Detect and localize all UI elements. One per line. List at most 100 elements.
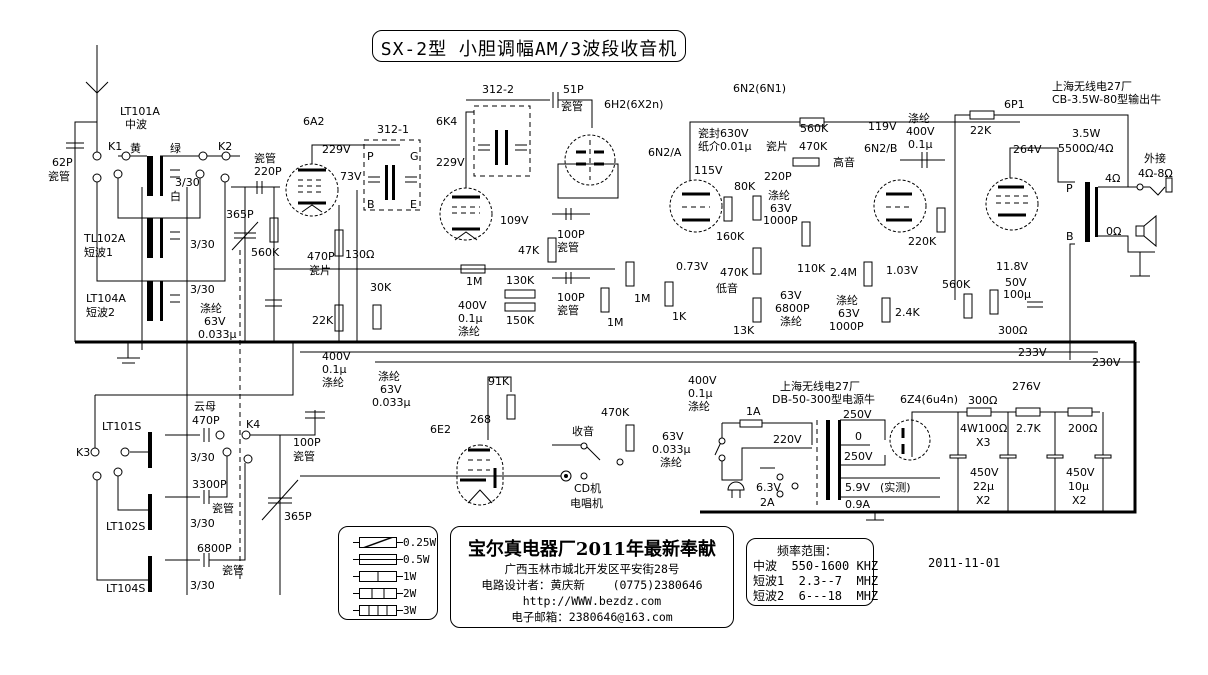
cap-type-label: 涤纶 bbox=[378, 369, 400, 383]
cap-type-label: 涤纶 bbox=[780, 314, 802, 328]
resistor-560k-b bbox=[963, 293, 973, 319]
external-speaker-impedance: 4Ω-8Ω bbox=[1138, 167, 1173, 180]
pot-label: 470K bbox=[601, 406, 630, 419]
freq-row-mw: 中波 550-1600 KHZ bbox=[753, 559, 879, 573]
cap-type-label: 涤纶 bbox=[458, 324, 480, 338]
current-label: 2A bbox=[760, 496, 775, 509]
switch-label: K1 bbox=[108, 140, 122, 153]
resistor-label: 22K bbox=[312, 314, 334, 327]
output-transformer bbox=[1009, 147, 1155, 360]
current-label: 0.9A bbox=[845, 498, 870, 511]
resistor-220k bbox=[936, 207, 946, 233]
resistor-2w-icon bbox=[353, 587, 403, 599]
resistor-label: 560K bbox=[942, 278, 971, 291]
resistor-label: 1M bbox=[607, 316, 624, 329]
tube-label: 6P1 bbox=[1004, 98, 1025, 111]
cap-label: 0.1μ bbox=[322, 363, 347, 376]
tap-label: 0Ω bbox=[1106, 225, 1121, 238]
maker-address: 广西玉林市城北开发区平安街28号 bbox=[504, 562, 680, 576]
trimmer-label: 3/30 bbox=[175, 176, 200, 189]
resistor-label: 2.4M bbox=[830, 266, 857, 279]
cap-label: 0.1μ bbox=[458, 312, 483, 325]
cap-label: 365P bbox=[284, 510, 312, 523]
cap-type-label: 涤纶 bbox=[908, 111, 930, 125]
wire bbox=[311, 144, 400, 164]
oscillator-coils bbox=[90, 342, 325, 595]
cap-type-label: 涤纶 bbox=[322, 375, 344, 389]
tube-label: 6H2(6X2n) bbox=[604, 98, 663, 111]
voltage-label: 0 bbox=[855, 430, 862, 443]
resistor-label: 1K bbox=[672, 310, 687, 323]
maker-email[interactable]: 电子邮箱：2380646@163.com bbox=[511, 610, 673, 624]
pot-470k-treble[interactable] bbox=[792, 157, 820, 167]
wire bbox=[465, 111, 474, 188]
cap-type-label: 涤纶 bbox=[200, 301, 222, 315]
resistor-22k-b bbox=[969, 110, 995, 120]
resistor-1k bbox=[664, 281, 674, 307]
cap-label: 0.1μ bbox=[908, 138, 933, 151]
voltage-label: 276V bbox=[1012, 380, 1041, 393]
maker-url[interactable]: http://WWW.bezdz.com bbox=[522, 594, 662, 608]
tube-6e2-tuning-indicator bbox=[456, 444, 504, 506]
cap-type-label: 瓷管 bbox=[557, 303, 579, 317]
transformer-maker-label: 上海无线电27厂 bbox=[780, 379, 860, 393]
ift-312-1 bbox=[363, 139, 421, 211]
legend-item: 0.5W bbox=[353, 552, 430, 566]
tube-6n2b bbox=[873, 179, 927, 233]
tube-label: 6K4 bbox=[436, 115, 457, 128]
cap-label: 63V bbox=[380, 383, 402, 396]
radio-select-label: 收音 bbox=[572, 424, 594, 438]
treble-control-label: 高音 bbox=[833, 155, 855, 169]
cap-label: 22μ bbox=[973, 480, 994, 493]
coil-label: LT104A bbox=[86, 292, 126, 305]
cap-label: 1000P bbox=[763, 214, 798, 227]
legend-label: 0.25W bbox=[403, 535, 437, 549]
resistor-label: 2.4K bbox=[895, 306, 920, 319]
cap-label: 100P bbox=[557, 228, 585, 241]
resistor-label: 2.7K bbox=[1016, 422, 1041, 435]
resistor-label: 300Ω bbox=[968, 394, 997, 407]
cap-label: 纸介0.01μ bbox=[698, 140, 752, 153]
coil-label: TL102A bbox=[83, 232, 126, 245]
cap-label: 1000P bbox=[829, 320, 864, 333]
resistor-label: 30K bbox=[370, 281, 392, 294]
voltage-label: 250V bbox=[844, 450, 873, 463]
resistor-130k bbox=[504, 289, 536, 299]
resistor-0-25w-icon bbox=[353, 536, 403, 548]
plug-icon bbox=[727, 481, 745, 498]
cap-label: 400V bbox=[322, 350, 351, 363]
volume-pot-470k[interactable] bbox=[625, 424, 635, 452]
cap-type-label: 涤纶 bbox=[836, 293, 858, 307]
pot-label: 470K bbox=[720, 266, 749, 279]
pot-470k-bass[interactable] bbox=[752, 247, 762, 275]
resistor-1m-c bbox=[625, 261, 635, 287]
cap-label: 100P bbox=[293, 436, 321, 449]
resistor-300 bbox=[989, 289, 999, 315]
ext-speaker-jack[interactable] bbox=[1136, 177, 1173, 196]
cap-label: 瓷封630V bbox=[698, 126, 749, 140]
wire-color-label: 黄 bbox=[130, 141, 141, 155]
transformer-maker-label: 上海无线电27厂 bbox=[1052, 79, 1132, 93]
resistor-110k bbox=[801, 221, 811, 247]
legend-item: 2W bbox=[353, 586, 416, 600]
freq-row-sw2: 短波2 6---18 MHZ bbox=[753, 589, 879, 603]
cap-label: 400V bbox=[458, 299, 487, 312]
coil-label: LT101A bbox=[120, 105, 160, 118]
resistor-label: 80K bbox=[734, 180, 756, 193]
cap-type-label: 涤纶 bbox=[660, 455, 682, 469]
ift-312-2 bbox=[473, 105, 531, 177]
measured-note: (实测) bbox=[880, 480, 911, 494]
cap-label: 470P bbox=[192, 414, 220, 427]
cap-type-label: 瓷管 bbox=[561, 99, 583, 113]
resistor-0-5w-icon bbox=[353, 553, 403, 565]
ift-label: 312-1 bbox=[377, 123, 409, 136]
switch-label: K2 bbox=[218, 140, 232, 153]
wire-color-label: 绿 bbox=[170, 141, 181, 155]
cap-type-label: 瓷管 bbox=[222, 563, 244, 577]
cap-label: 51P bbox=[563, 83, 584, 96]
input-jack-icon[interactable] bbox=[560, 470, 588, 482]
resistor-label: 1M bbox=[466, 275, 483, 288]
resistor-label: 160K bbox=[716, 230, 745, 243]
resistor-91k bbox=[506, 394, 516, 420]
